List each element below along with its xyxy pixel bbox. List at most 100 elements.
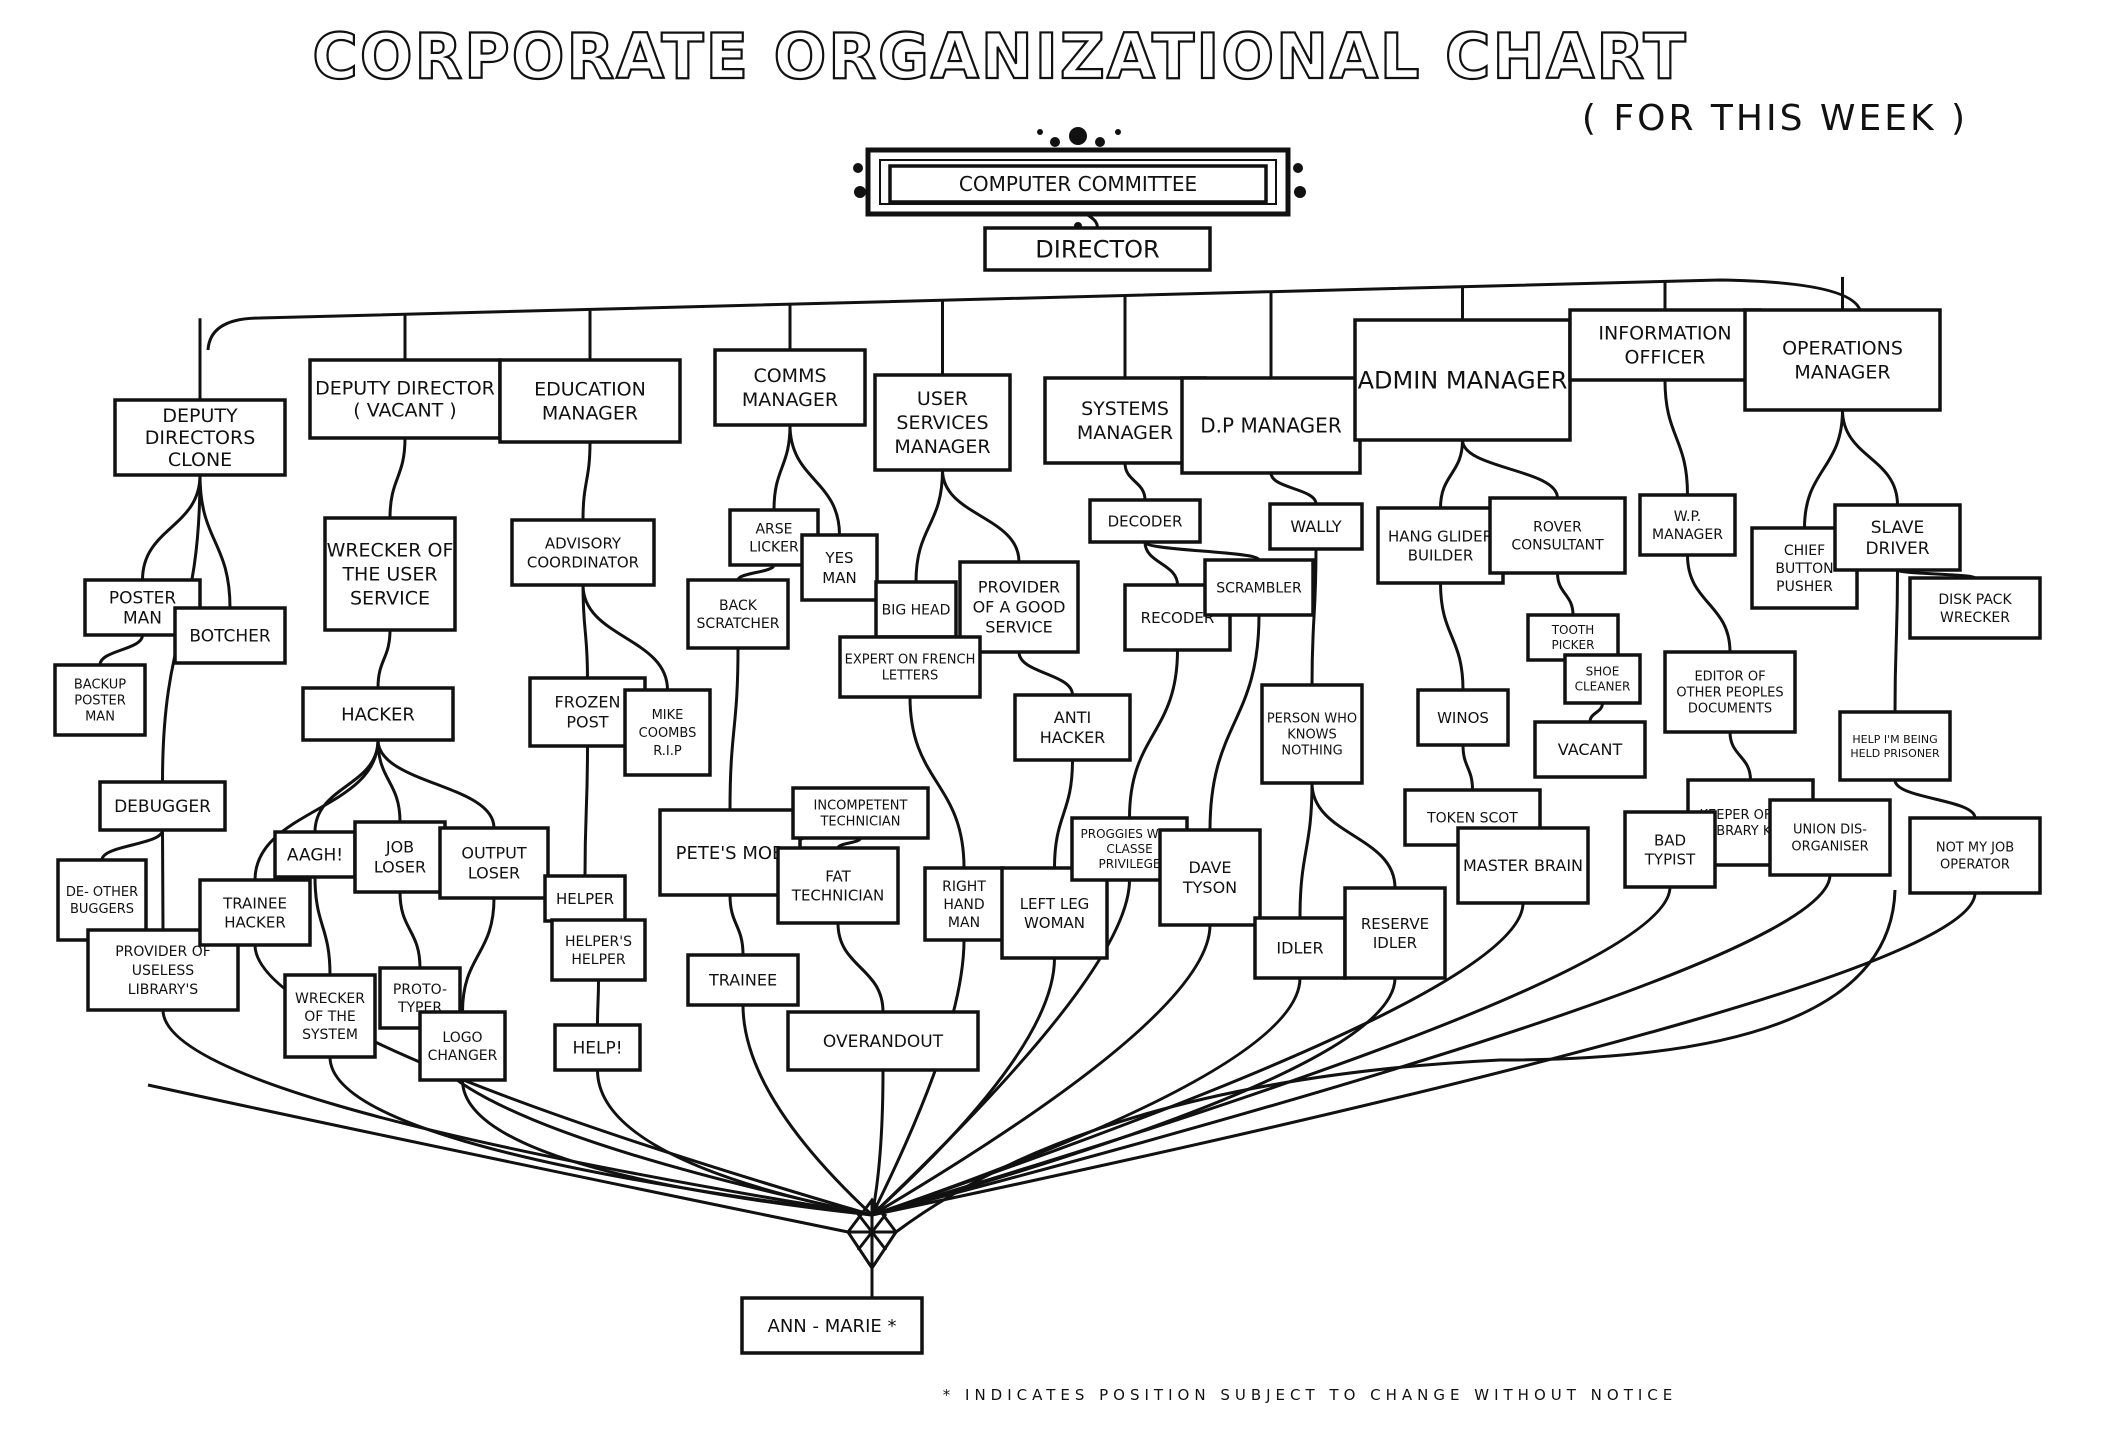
node-wp: W.P.MANAGER	[1638, 493, 1737, 557]
node-box	[623, 688, 712, 777]
star-emblem	[846, 1197, 898, 1271]
connector-poster-backup	[98, 634, 144, 666]
node-box	[1343, 886, 1447, 980]
node-box	[800, 533, 879, 602]
node-label: DECODER	[1108, 512, 1183, 530]
node-box	[1908, 576, 2042, 640]
connector-provgood-anti	[1017, 651, 1074, 696]
connector-admin-rover	[1461, 439, 1559, 499]
node-box	[418, 1010, 507, 1082]
connector-decoder-scrambler	[1143, 540, 1261, 562]
node-label: HELPER	[556, 890, 614, 908]
node-box	[838, 635, 982, 699]
connector-wp-editor	[1686, 554, 1732, 653]
connector-admin-hang	[1439, 439, 1464, 509]
node-box	[283, 973, 377, 1059]
node-box	[1833, 503, 1962, 572]
connector-hacker-outloser	[376, 739, 496, 829]
node-label: BIG HEAD	[882, 602, 951, 618]
connector-hacker-jobloser	[376, 739, 402, 823]
node-box	[1456, 826, 1590, 905]
node-box	[686, 953, 800, 1007]
node-hacker: HACKER	[301, 686, 455, 742]
node-box	[888, 164, 1268, 204]
node-vacant: VACANT	[1533, 720, 1647, 779]
connector-systems-decoder	[1123, 462, 1147, 501]
node-box	[273, 830, 357, 879]
node-wally: WALLY	[1268, 502, 1364, 551]
node-box	[791, 786, 930, 840]
connector-ddclone-botcher	[198, 474, 232, 609]
node-label: WINOS	[1437, 709, 1489, 727]
connector-dave-annmarie	[871, 924, 1212, 1217]
node-label: PROTO-TYPER	[393, 982, 447, 1016]
node-master: MASTER BRAIN	[1456, 826, 1590, 905]
connector-scrambler-dave	[1208, 614, 1261, 831]
node-box	[353, 820, 447, 894]
connector-master-annmarie	[871, 902, 1525, 1217]
node-label: W.P.MANAGER	[1652, 509, 1723, 543]
chart-subtitle: ( FOR THIS WEEK )	[1582, 98, 1968, 139]
node-label: PETE'S MOB	[676, 843, 785, 864]
connector-helpim-notmy	[1893, 779, 1977, 819]
node-label: DEBUGGER	[114, 797, 211, 817]
node-botcher: BOTCHER	[173, 606, 287, 665]
node-bighead: BIG HEAD	[874, 580, 958, 639]
node-scrambler: SCRAMBLER	[1203, 558, 1315, 617]
node-box	[1533, 720, 1647, 779]
node-help: HELP!	[553, 1023, 642, 1072]
connector-hang-winos	[1439, 582, 1465, 691]
connector-education-advisory	[581, 441, 592, 521]
connector-wreckuser-hacker	[376, 629, 392, 689]
connector-info-wp	[1663, 379, 1689, 496]
connector-advisory-mike	[581, 584, 669, 691]
node-box	[874, 580, 958, 639]
node-label: RECODER	[1141, 609, 1215, 627]
connector-jobloser-proto	[398, 891, 422, 969]
connector-notmy-annmarie	[871, 892, 1977, 1217]
connector-rover-tooth	[1556, 572, 1575, 616]
connector-logo-annmarie	[461, 1079, 873, 1217]
node-box	[1768, 798, 1892, 877]
node-box	[1563, 653, 1642, 705]
node-box	[198, 878, 312, 947]
node-box	[1260, 683, 1364, 785]
node-decoder: DECODER	[1088, 498, 1202, 544]
connector-hacker-aagh	[313, 739, 380, 833]
connector-winos-token	[1461, 744, 1474, 791]
node-box	[1663, 650, 1797, 734]
